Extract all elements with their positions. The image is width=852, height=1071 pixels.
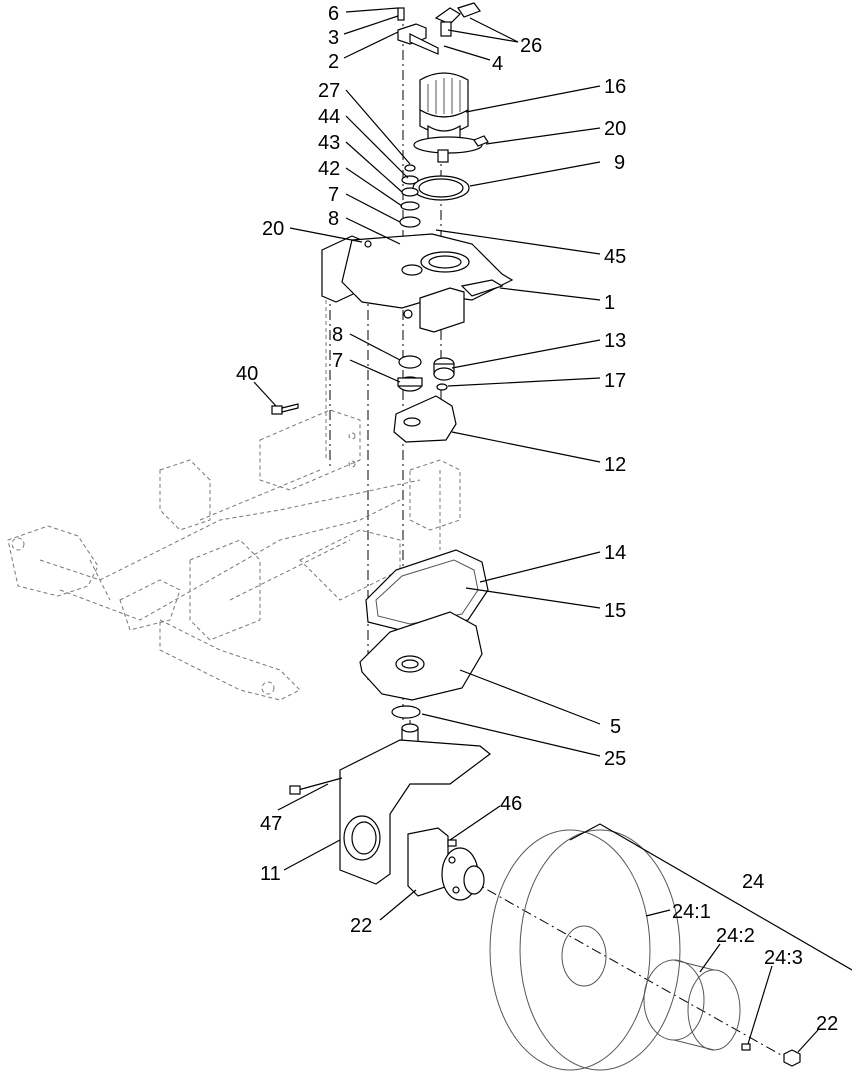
steering-housing [321, 233, 514, 333]
callout-42: 42 [318, 158, 340, 180]
callout-25: 25 [604, 748, 626, 770]
pinion-gear [433, 357, 455, 391]
callout-labels: 6 3 2 26 4 27 16 44 20 43 42 9 7 8 20 45… [236, 3, 838, 1035]
callout-24-1: 24:1 [672, 901, 711, 923]
caster-fork [289, 723, 491, 897]
callout-12: 12 [604, 454, 626, 476]
callout-17: 17 [604, 370, 626, 392]
sensor-bracket [397, 2, 481, 55]
callout-7-lower: 7 [332, 350, 343, 372]
callout-26: 26 [520, 35, 542, 57]
tire [489, 829, 681, 1071]
lug-nut [783, 1049, 801, 1067]
callout-5: 5 [610, 716, 621, 738]
callout-24-2: 24:2 [716, 925, 755, 947]
callout-15: 15 [604, 600, 626, 622]
callout-4: 4 [492, 53, 503, 75]
callout-22-hub: 22 [350, 915, 372, 937]
leader-lines [253, 7, 852, 1053]
hydraulic-motor [413, 72, 489, 163]
callout-24-3: 24:3 [764, 947, 803, 969]
callout-8-upper: 8 [328, 208, 339, 230]
callout-7-upper: 7 [328, 184, 339, 206]
o-ring [412, 175, 470, 201]
callout-6: 6 [328, 3, 339, 25]
sector-gear [393, 395, 457, 443]
callout-13: 13 [604, 330, 626, 352]
callout-2: 2 [328, 51, 339, 73]
gasket [365, 549, 489, 633]
callout-9: 9 [614, 152, 625, 174]
cover-plate [359, 611, 483, 701]
wheel-hub [441, 839, 485, 901]
callout-16: 16 [604, 76, 626, 98]
bearing-stack-lower [397, 355, 423, 392]
callout-22-nut: 22 [816, 1013, 838, 1035]
callout-11: 11 [260, 863, 281, 885]
callout-40: 40 [236, 363, 258, 385]
callout-24: 24 [742, 871, 764, 893]
retaining-ring [391, 705, 421, 719]
callout-45: 45 [604, 246, 626, 268]
callout-3: 3 [328, 27, 339, 49]
callout-43: 43 [318, 132, 340, 154]
bolt-40 [271, 403, 299, 415]
callout-1: 1 [604, 292, 615, 314]
callout-27: 27 [318, 80, 340, 102]
callout-44: 44 [318, 106, 340, 128]
machine-frame-ghost [7, 300, 461, 701]
callout-47: 47 [260, 813, 282, 835]
callout-14: 14 [604, 542, 626, 564]
callout-20-top: 20 [604, 118, 626, 140]
callout-8-lower: 8 [332, 324, 343, 346]
assembly-axis-lines [329, 10, 791, 1061]
valve-stem [741, 1043, 751, 1051]
callout-46: 46 [500, 793, 522, 815]
callout-20-left: 20 [262, 218, 284, 240]
wheel-rim [643, 959, 741, 1051]
